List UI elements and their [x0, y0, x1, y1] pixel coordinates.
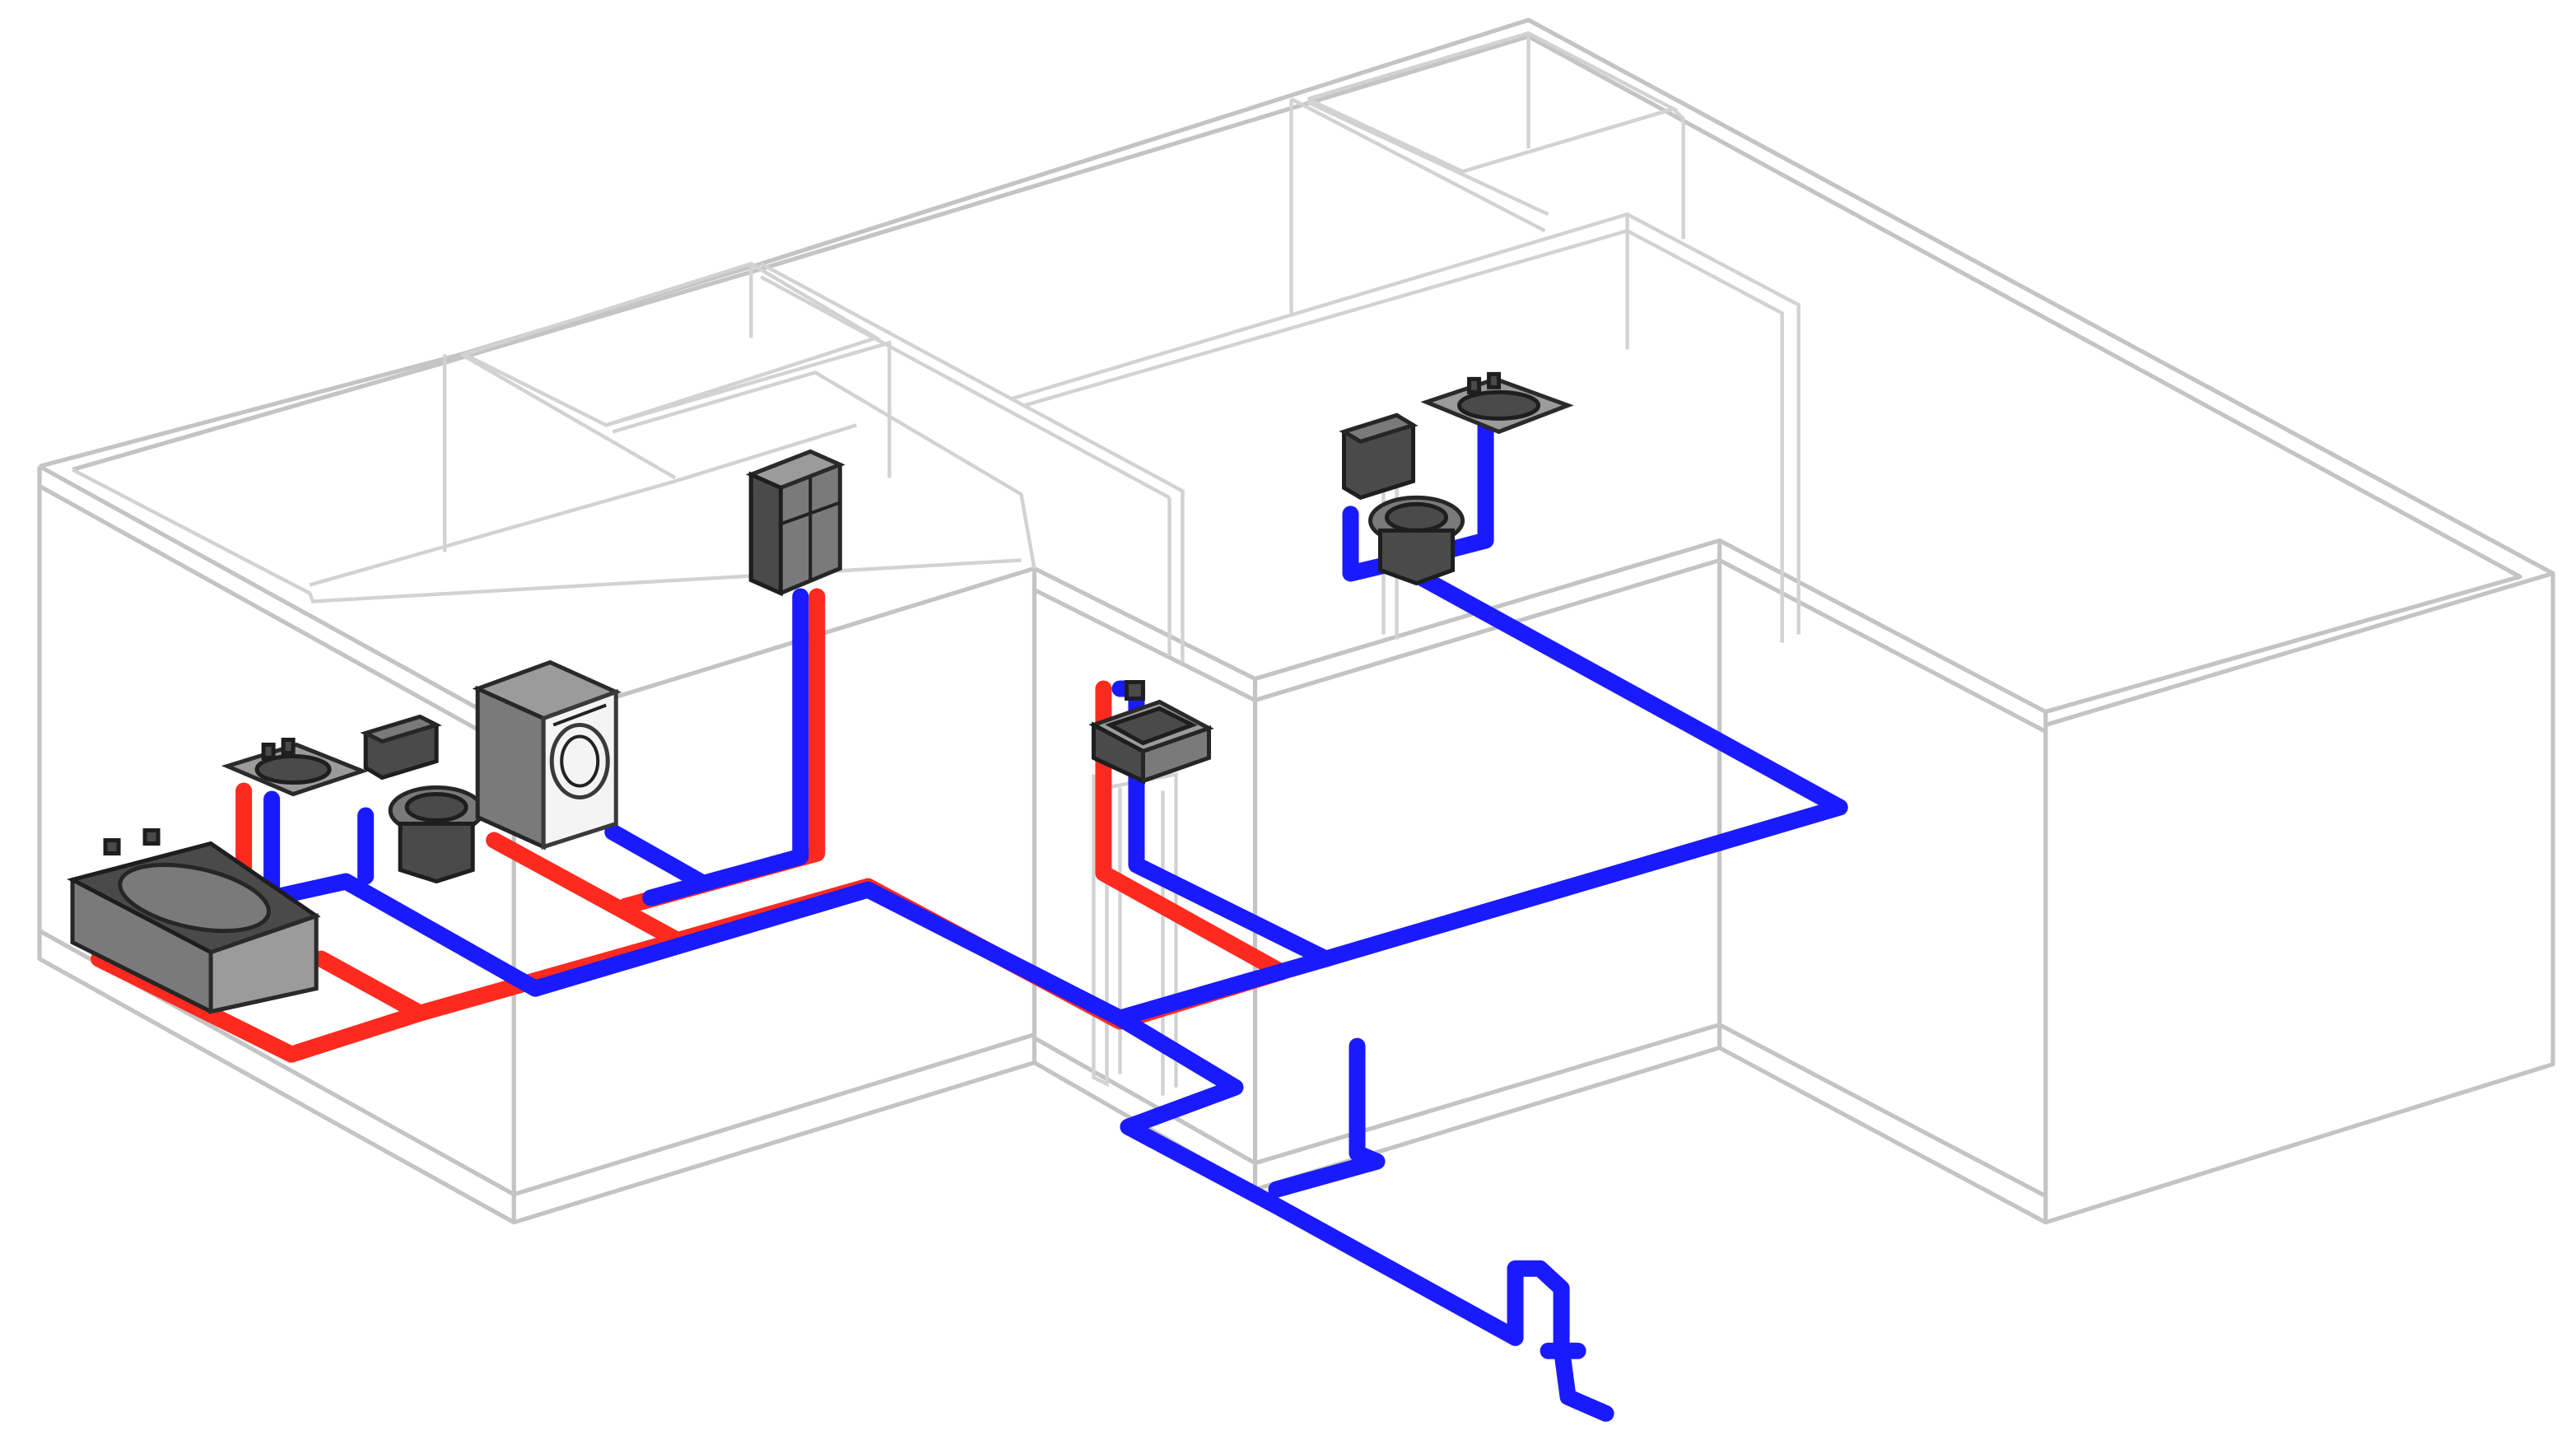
cold-pipe: [1432, 417, 1494, 561]
toilet-icon: [360, 714, 485, 884]
hot-pipe: [313, 950, 429, 1022]
outer-wall-rear-rim: [39, 17, 2555, 1225]
cold-water-network: [263, 417, 1848, 1422]
middle-floor-inner: [1033, 1023, 2047, 1198]
front-wall-inner: [38, 484, 515, 752]
washbasin-icon: [1420, 371, 1574, 435]
cold-pipe: [604, 823, 709, 890]
partition-diag-1: [460, 352, 677, 480]
washing-machine-icon: [472, 659, 622, 850]
partition-right-block: [1010, 212, 1800, 635]
water-heater-icon: [745, 449, 845, 597]
cold-pipe: [263, 790, 1524, 1346]
outer-wall-rear-inner: [72, 34, 2522, 714]
partition-diag-3: [1290, 97, 1546, 233]
partition-right-block-inner: [1023, 228, 1784, 643]
cold-pipe: [1507, 1260, 1614, 1422]
middle-front-wall: [1033, 538, 2047, 714]
middle-front-wall-inner: [1033, 557, 2047, 734]
building-walls: [37, 17, 2555, 1225]
partition-hall-2: [612, 370, 1036, 569]
toilet-icon: [1339, 412, 1465, 586]
partition-storage: [1307, 30, 1679, 174]
partition-diag-3b: [1307, 100, 1549, 217]
hot-pipe: [91, 950, 300, 1063]
partition-storage-2: [1461, 106, 1685, 240]
hot-pipe: [486, 832, 684, 948]
partition-closet: [463, 261, 881, 427]
cold-pipe: [642, 588, 809, 906]
door-frame: [1092, 771, 1178, 1088]
cold-pipe: [1268, 1037, 1386, 1198]
washbasin-icon: [221, 738, 369, 797]
partition-left-room: [72, 468, 1022, 603]
partition-center-inner: [760, 275, 1171, 500]
partition-center: [760, 262, 1185, 663]
kitchen-sink-icon: [1088, 679, 1214, 785]
bathtub-icon: [67, 828, 321, 1014]
partition-left-room-top: [309, 423, 857, 587]
middle-floor-edge: [1033, 1046, 2047, 1224]
floor-edge-front: [513, 1032, 1036, 1197]
cold-pipe: [1111, 568, 1848, 1027]
partition-hall: [605, 340, 892, 478]
